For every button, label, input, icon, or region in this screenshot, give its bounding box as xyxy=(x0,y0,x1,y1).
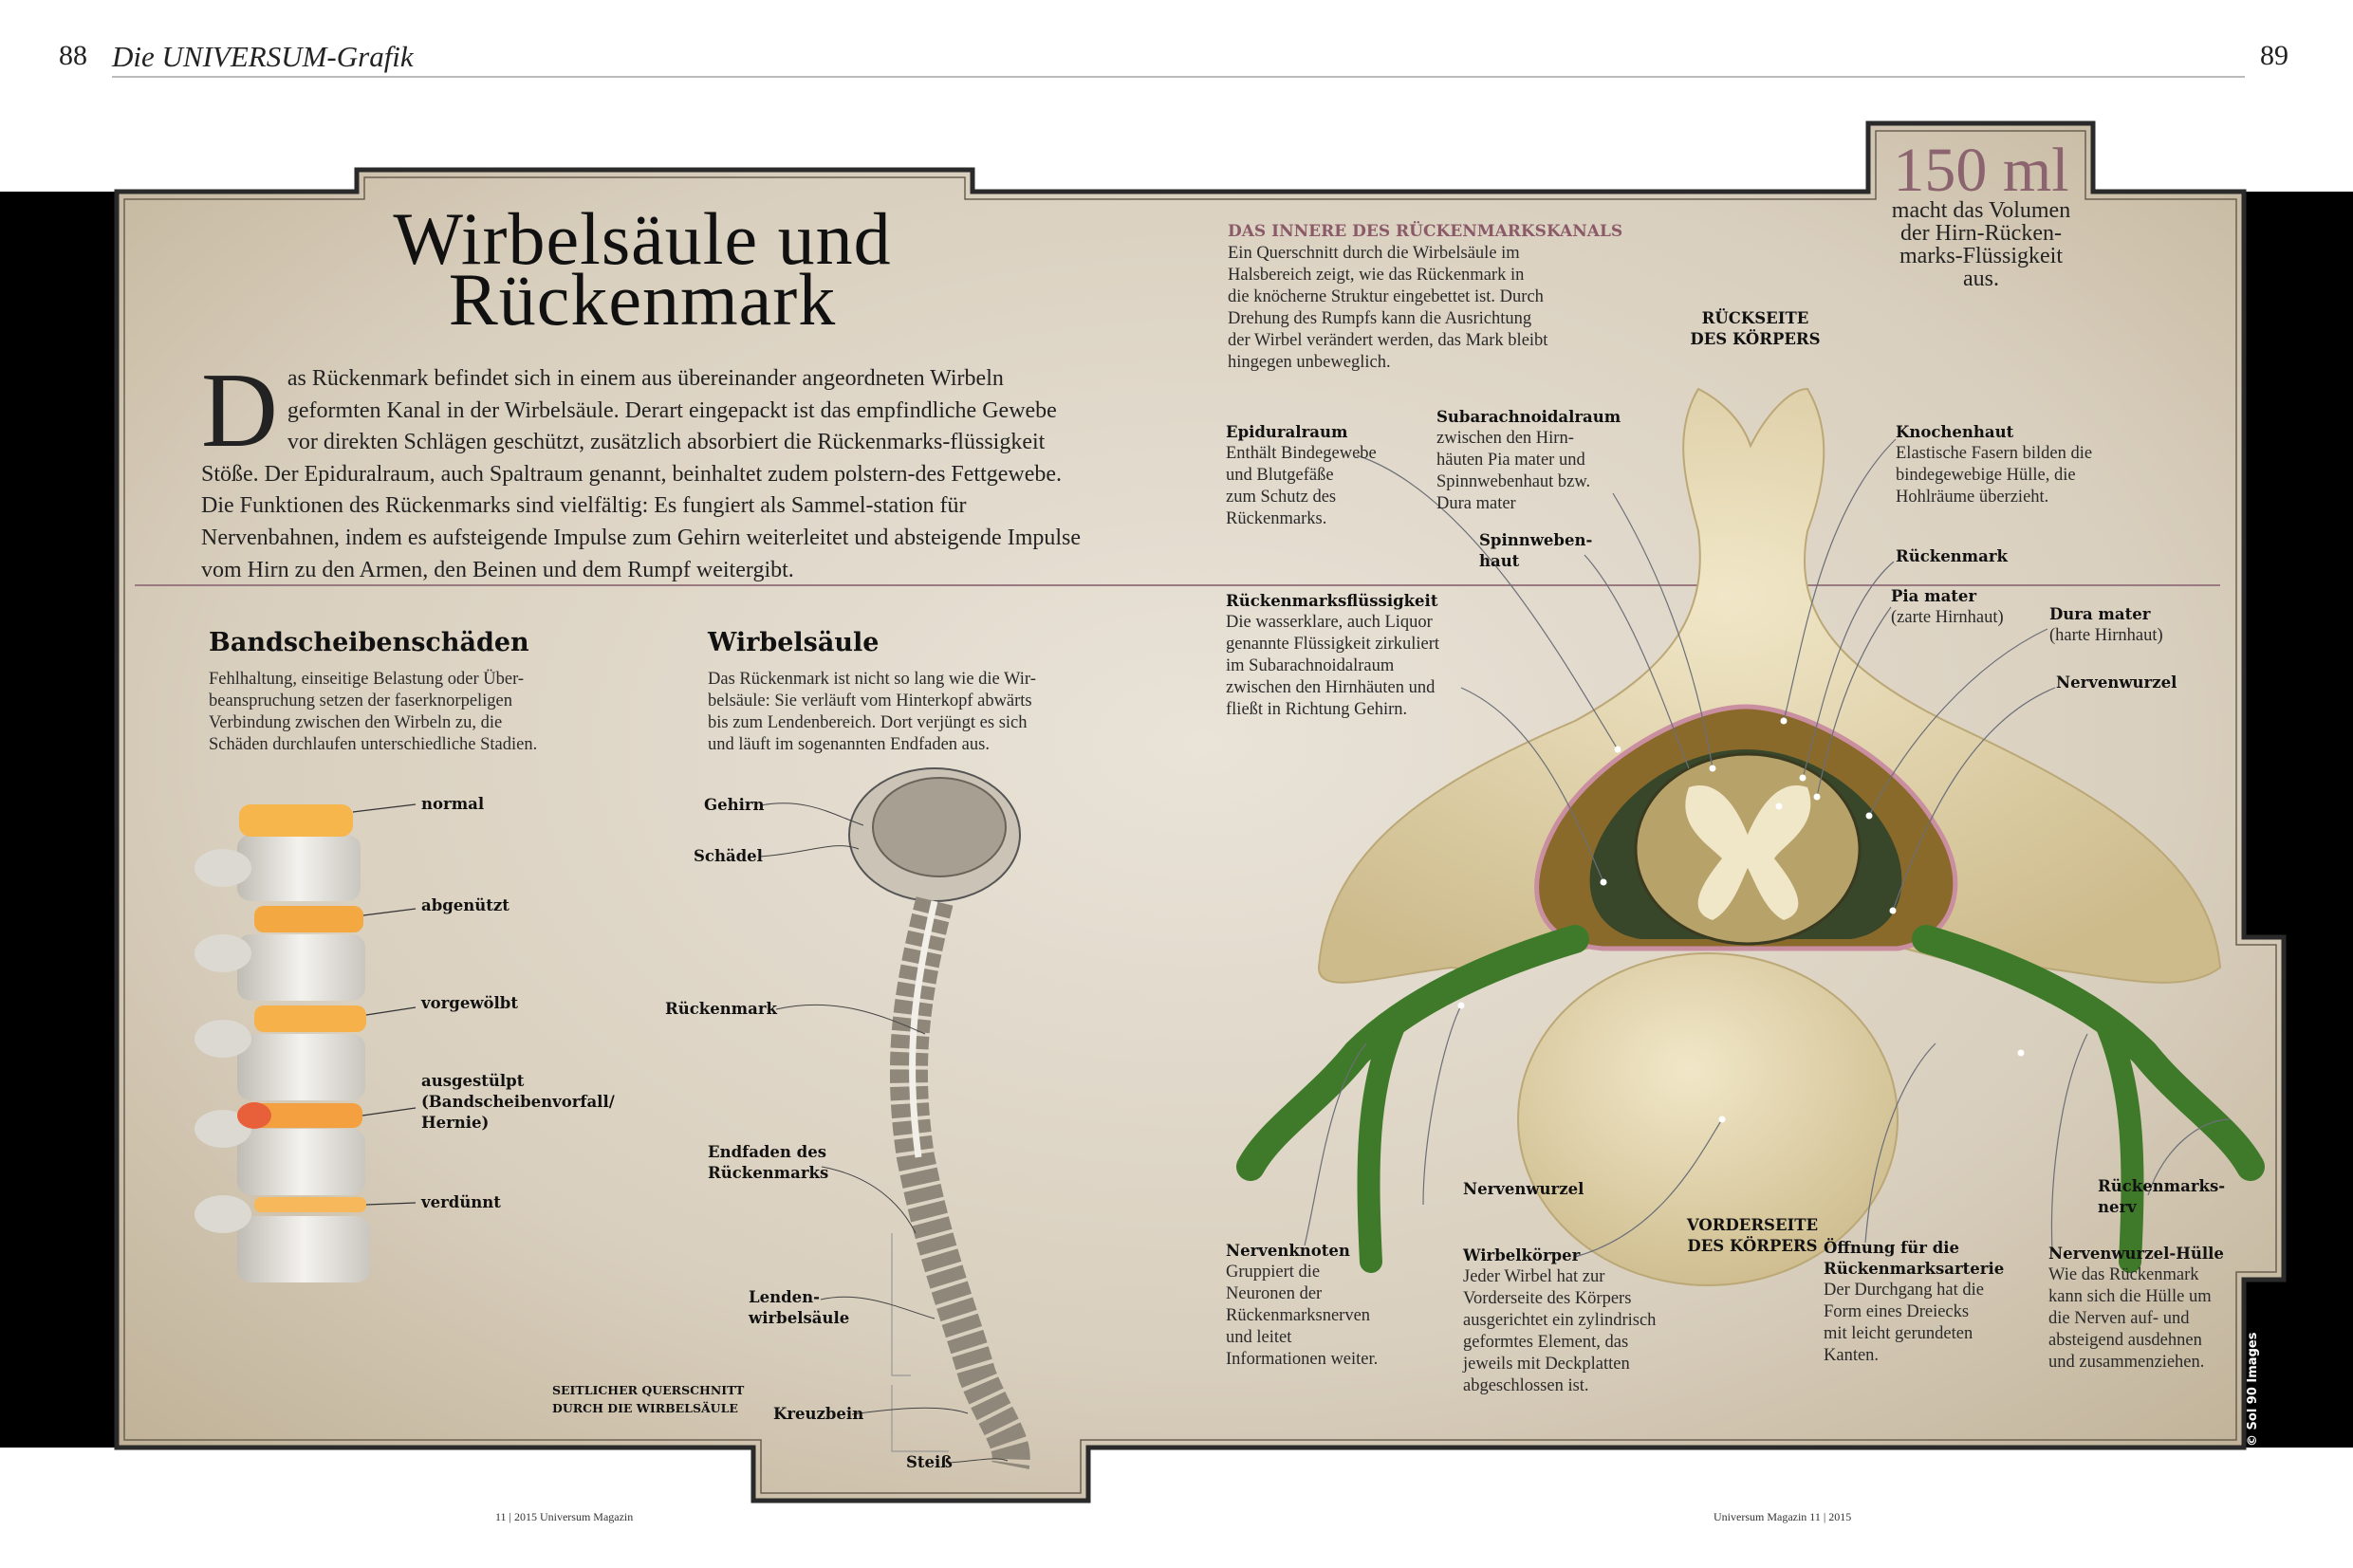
drop-cap: D xyxy=(201,352,278,470)
disc-label-worn: abgenützt xyxy=(421,896,510,914)
spine-label-cord: Rückenmark xyxy=(665,1000,777,1018)
label-dura-mater: Dura mater (harte Hirnhaut) xyxy=(2049,604,2163,647)
disc-bulging xyxy=(254,1005,366,1032)
front-side-label: VORDERSEITE DES KÖRPERS xyxy=(1686,1216,1819,1255)
label-knochenhaut: Knochenhaut Elastische Fasern bilden die… xyxy=(1896,422,2092,508)
label-rueckenmarksnerv: Rückenmarks- nerv xyxy=(2098,1177,2226,1216)
label-epiduralraum: Epiduralraum Enthält Bindegewebe und Blu… xyxy=(1226,422,1377,530)
label-body: Jeder Wirbel hat zur Vorderseite des Kör… xyxy=(1463,1267,1657,1395)
intro-text: as Rückenmark befindet sich in einem aus… xyxy=(201,366,1082,582)
label-oeffnung: Öffnung für die Rückenmarksarterie Der D… xyxy=(1824,1238,2004,1367)
disc-worn xyxy=(254,906,363,932)
label-rueckenmarksfluessigkeit: Rückenmarksflüssigkeit Die wasserklare, … xyxy=(1226,591,1439,721)
label-body: Wie das Rückenmark kann sich die Hülle u… xyxy=(2048,1265,2212,1372)
label-body: (harte Hirnhaut) xyxy=(2049,626,2163,645)
bandscheiben-heading: Bandscheibenschäden xyxy=(209,628,529,657)
label-body: Die wasserklare, auch Liquor genannte Fl… xyxy=(1226,613,1440,719)
label-nervenwurzel-huelle: Nervenwurzel-Hülle Wie das Rückenmark ka… xyxy=(2048,1244,2224,1374)
back-side-label: RÜCKSEITE DES KÖRPERS xyxy=(1690,309,1821,348)
header-rule xyxy=(112,76,2245,78)
disc-label-herniated: ausgestülpt (Bandscheibenvorfall/ Hernie… xyxy=(421,1072,615,1132)
label-body: Enthält Bindegewebe und Blutgefäße zum S… xyxy=(1226,444,1377,528)
spine-label-sacrum: Kreuzbein xyxy=(773,1405,864,1423)
wirbelsaeule-heading: Wirbelsäule xyxy=(708,628,880,657)
disc-herniated xyxy=(249,1103,362,1128)
vertebral-body xyxy=(1517,952,1899,1286)
image-credit: © Sol 90 Images xyxy=(2246,1332,2260,1447)
canal-heading: DAS INNERE DES RÜCKENMARKSKANALS xyxy=(1228,222,1623,241)
nerve-left-branch xyxy=(1357,1013,1406,1273)
label-rueckenmark: Rückenmark xyxy=(1896,547,2008,565)
label-body: (zarte Hirnhaut) xyxy=(1891,608,2004,627)
article-title: Wirbelsäule und Rückenmark xyxy=(310,197,974,341)
footer-left: 11 | 2015 Universum Magazin xyxy=(495,1510,634,1523)
label-body: Der Durchgang hat die Form eines Dreieck… xyxy=(1824,1281,1985,1365)
label-title: Nervenwurzel-Hülle xyxy=(2048,1245,2224,1263)
label-nervenwurzel-right: Nervenwurzel xyxy=(2056,673,2177,692)
spine-label-lumbar: Lenden- wirbelsäule xyxy=(749,1288,850,1327)
label-title: Öffnung für die Rückenmarksarterie xyxy=(1824,1239,2005,1278)
process-bone xyxy=(195,934,251,972)
label-body: zwischen den Hirn- häuten Pia mater und … xyxy=(1436,429,1591,513)
footer-right: Universum Magazin 11 | 2015 xyxy=(1714,1510,1852,1523)
disc-stages-illustration xyxy=(195,803,417,1282)
gray-matter xyxy=(1685,785,1811,920)
vertebra-body xyxy=(237,1034,365,1100)
label-spinnwebenhaut: Spinnweben- haut xyxy=(1479,531,1593,570)
label-title: Epiduralraum xyxy=(1226,423,1348,441)
vertebra-body xyxy=(237,835,361,901)
spine-label-filum: Endfaden des Rückenmarks xyxy=(708,1143,829,1182)
vertebra-body xyxy=(237,1129,365,1195)
spine-side-illustration xyxy=(758,767,1030,1469)
factbox-value: 150 ml xyxy=(1893,136,2069,205)
spine-label-skull: Schädel xyxy=(694,847,763,865)
label-nervenknoten: Nervenknoten Gruppiert die Neuronen der … xyxy=(1226,1241,1378,1371)
label-subarachnoidalraum: Subarachnoidalraum zwischen den Hirn- hä… xyxy=(1436,407,1621,515)
process-bone xyxy=(195,849,251,887)
label-title: Pia mater xyxy=(1891,587,1977,605)
bandscheiben-body: Fehlhaltung, einseitige Belastung oder Ü… xyxy=(209,670,538,754)
label-title: Nervenknoten xyxy=(1226,1242,1350,1260)
disc-label-bulging: vorgewölbt xyxy=(421,994,518,1012)
label-body: Gruppiert die Neuronen der Rückenmarksne… xyxy=(1226,1263,1379,1369)
spine-label-coccyx: Steiß xyxy=(906,1453,953,1471)
title-line-1: Wirbelsäule und xyxy=(393,197,892,280)
label-wirbelkoerper: Wirbelkörper Jeder Wirbel hat zur Vorder… xyxy=(1463,1245,1656,1397)
vertebra-body xyxy=(237,934,365,1001)
label-title: Dura mater xyxy=(2049,605,2151,623)
label-title: Knochenhaut xyxy=(1896,423,2014,441)
label-pia-mater: Pia mater (zarte Hirnhaut) xyxy=(1891,586,2004,629)
wirbelsaeule-body: Das Rückenmark ist nicht so lang wie die… xyxy=(708,670,1036,754)
page-number-right: 89 xyxy=(2260,40,2288,71)
hernia-bulge xyxy=(237,1102,271,1129)
label-nervenwurzel-bottom: Nervenwurzel xyxy=(1463,1180,1584,1198)
disc-normal xyxy=(239,804,353,837)
spine-label-brain: Gehirn xyxy=(704,796,765,814)
process-bone xyxy=(195,1195,251,1233)
nerve-right xyxy=(1912,925,2265,1181)
process-bone xyxy=(195,1110,251,1148)
vertebra-cross-section-illustration xyxy=(1236,387,2265,1286)
panel-inner-border xyxy=(123,130,2277,1494)
title-line-2: Rückenmark xyxy=(448,258,837,341)
label-title: Subarachnoidalraum xyxy=(1436,408,1621,426)
disc-label-normal: normal xyxy=(421,795,485,813)
page-number-left: 88 xyxy=(59,40,87,71)
vertebra-body xyxy=(237,1216,370,1282)
label-title: Rückenmarksflüssigkeit xyxy=(1226,592,1438,610)
nerve-right-branch xyxy=(2095,1013,2144,1273)
label-body: Elastische Fasern bilden die bindegewebi… xyxy=(1896,444,2093,507)
process-bone xyxy=(195,1020,251,1058)
canal-body: Ein Querschnitt durch die Wirbelsäule im… xyxy=(1228,244,1548,372)
factbox-text: macht das Volumen der Hirn-Rücken- marks… xyxy=(1891,198,2071,291)
running-title: Die UNIVERSUM-Grafik xyxy=(112,40,414,73)
brain-shape xyxy=(872,777,1007,877)
label-title: Wirbelkörper xyxy=(1463,1246,1581,1264)
spine-caption: SEITLICHER QUERSCHNITT DURCH DIE WIRBELS… xyxy=(552,1383,745,1415)
disc-thinned xyxy=(254,1197,366,1212)
disc-label-thinned: verdünnt xyxy=(421,1193,501,1211)
